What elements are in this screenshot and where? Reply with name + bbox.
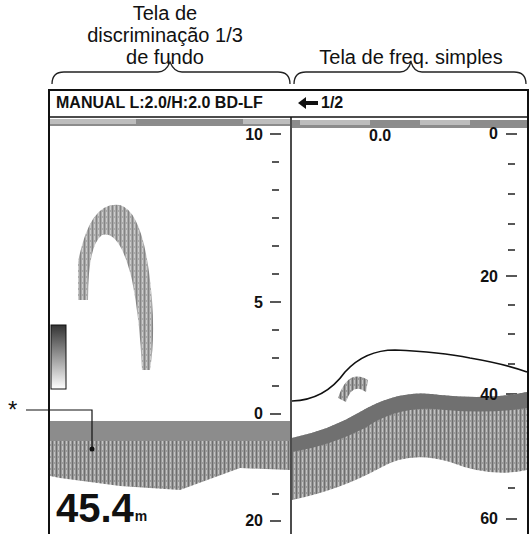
scale-number: 0 (254, 405, 263, 423)
bottom-band (50, 421, 290, 441)
mode-text: MANUAL L:2.0/H:2.0 BD-LF (56, 94, 263, 112)
scale-number: 20 (480, 268, 498, 286)
fish-echo (338, 377, 368, 402)
bottom-echo (292, 392, 527, 500)
callout-mark: * (8, 397, 17, 423)
depth-unit: m (135, 509, 147, 524)
scale-number: 20 (245, 512, 263, 530)
scale-number: 40 (480, 386, 498, 404)
bottom-echo (50, 441, 290, 490)
screen-title: Tela de freq. simples (300, 46, 522, 68)
scale-number: 10 (245, 126, 263, 144)
depth-value: 45.4 (56, 486, 134, 530)
scale-number: 5 (254, 294, 263, 312)
scale-number: 60 (480, 510, 498, 528)
screen-title: Tela de discriminação 1/3 de fundo (75, 2, 255, 68)
offset-value: 0.0 (369, 127, 391, 145)
page-number: 1/2 (321, 94, 343, 112)
scale-number: 0 (489, 125, 498, 143)
fish-echo (78, 205, 153, 370)
arrow-symbol (298, 97, 318, 109)
